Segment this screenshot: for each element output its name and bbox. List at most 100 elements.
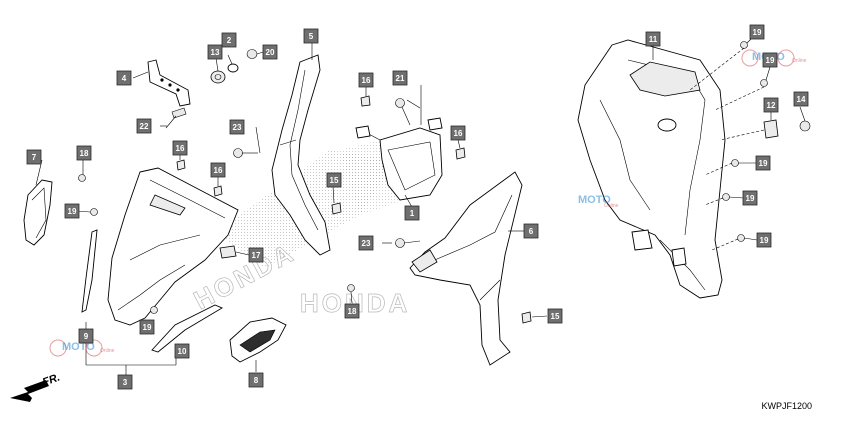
fasteners [78, 41, 811, 324]
callout-19: 19 [756, 232, 772, 248]
callout-21: 21 [392, 70, 408, 86]
callout-16: 16 [450, 125, 466, 141]
callout-9: 9 [78, 328, 94, 344]
front-direction-indicator: FR. [10, 371, 62, 402]
callout-14: 14 [793, 91, 809, 107]
callout-box [172, 140, 188, 156]
moto-logo-left: MOTO Online [49, 339, 115, 357]
callout-box [358, 72, 374, 88]
callout-number: 15 [551, 312, 560, 321]
callout-number: 18 [80, 149, 89, 158]
callout-3: 3 [117, 374, 133, 390]
callout-number: 1 [410, 209, 415, 218]
callout-box [392, 70, 408, 86]
callout-box [762, 52, 778, 68]
callout-1: 1 [404, 205, 420, 221]
svg-text:MOTO: MOTO [578, 194, 611, 206]
callout-box [116, 70, 132, 86]
callout-11: 11 [645, 31, 661, 47]
lower-strip [151, 304, 223, 353]
callout-16: 16 [358, 72, 374, 88]
callout-number: 23 [362, 239, 371, 248]
callout-number: 22 [140, 122, 149, 131]
leader-lines [35, 32, 806, 375]
callout-number: 19 [759, 159, 768, 168]
callout-19: 19 [755, 155, 771, 171]
callout-box [358, 235, 374, 251]
callout-number: 19 [68, 207, 77, 216]
front-shield [107, 167, 239, 326]
svg-text:MOTO: MOTO [62, 341, 95, 353]
callout-10: 10 [174, 343, 190, 359]
callout-19: 19 [762, 52, 778, 68]
callout-number: 16 [176, 144, 185, 153]
callout-6: 6 [523, 223, 539, 239]
callout-4: 4 [116, 70, 132, 86]
stay-bracket [147, 59, 191, 107]
callout-number: 20 [266, 48, 275, 57]
callout-box [756, 232, 772, 248]
left-side-trim [23, 179, 53, 246]
callout-number: 16 [362, 76, 371, 85]
callout-number: 17 [252, 251, 261, 260]
callout-number: 5 [309, 32, 314, 41]
callout-number: 23 [233, 123, 242, 132]
callout-number: 6 [529, 227, 534, 236]
callout-number: 19 [766, 56, 775, 65]
callout-box [139, 319, 155, 335]
callout-15: 15 [326, 172, 342, 188]
callout-number: 10 [178, 347, 187, 356]
callout-number: 9 [84, 332, 89, 341]
svg-text:Online: Online [100, 348, 115, 354]
callout-box [344, 303, 360, 319]
callout-16: 16 [172, 140, 188, 156]
callout-number: 12 [767, 101, 776, 110]
front-cover [409, 171, 523, 366]
callout-2: 2 [221, 32, 237, 48]
callout-number: 13 [211, 48, 220, 57]
fr-label: FR. [41, 371, 62, 388]
inner-rear-cover [577, 39, 726, 299]
callout-box [248, 372, 264, 388]
callout-8: 8 [248, 372, 264, 388]
callout-18: 18 [76, 145, 92, 161]
callout-19: 19 [742, 190, 758, 206]
callout-box [523, 223, 539, 239]
callout-box [755, 155, 771, 171]
callout-box [174, 343, 190, 359]
moto-logo-center: MOTO Online [578, 194, 619, 209]
callout-box [248, 247, 264, 263]
center-panel [271, 54, 331, 256]
callout-number: 19 [143, 323, 152, 332]
callout-number: 2 [227, 36, 232, 45]
callout-15: 15 [547, 308, 563, 324]
callout-box [221, 32, 237, 48]
callout-number: 21 [396, 74, 405, 83]
callout-box [78, 328, 94, 344]
callout-box [229, 119, 245, 135]
callout-box [450, 125, 466, 141]
left-strip [81, 229, 98, 313]
callout-17: 17 [248, 247, 264, 263]
callout-number: 19 [760, 236, 769, 245]
callout-layer: 1234567891011121314151516161616171818191… [26, 24, 809, 390]
callout-23: 23 [229, 119, 245, 135]
callout-number: 8 [254, 376, 259, 385]
callout-19: 19 [64, 203, 80, 219]
callout-number: 7 [32, 153, 37, 162]
callout-box [404, 205, 420, 221]
callout-5: 5 [303, 28, 319, 44]
callout-number: 16 [214, 166, 223, 175]
callout-box [64, 203, 80, 219]
callout-number: 19 [746, 194, 755, 203]
callout-12: 12 [763, 97, 779, 113]
callout-23: 23 [358, 235, 374, 251]
callout-box [547, 308, 563, 324]
callout-number: 15 [330, 176, 339, 185]
reference-code: KWPJF1200 [761, 401, 812, 411]
callout-13: 13 [207, 44, 223, 60]
callout-number: 11 [649, 35, 658, 44]
bracket-frame [355, 117, 443, 201]
callout-box [210, 162, 226, 178]
